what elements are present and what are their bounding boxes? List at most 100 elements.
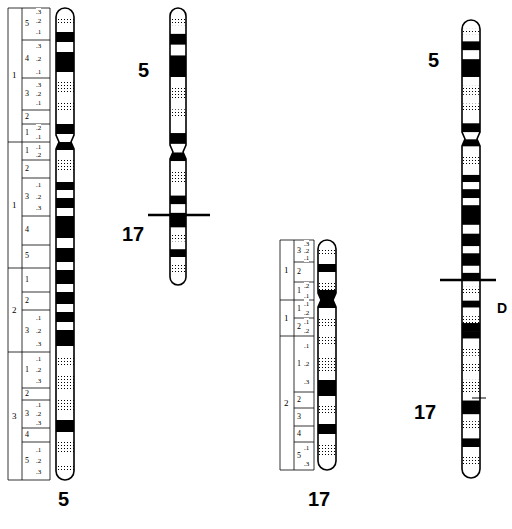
band-number: 2 xyxy=(25,296,29,306)
chromosome-band xyxy=(461,59,481,77)
chromosome-band xyxy=(55,32,75,42)
chromosome-band xyxy=(461,246,481,253)
chromosome-band xyxy=(461,323,481,332)
chromosome-band xyxy=(461,155,481,164)
band-number: 1 xyxy=(25,128,29,138)
band-number: .2 xyxy=(36,124,41,132)
band-number: .3 xyxy=(36,340,41,348)
scale-rule xyxy=(314,240,315,470)
chromosome-band xyxy=(461,394,481,401)
chromosome-label: D xyxy=(497,300,507,317)
chromosome-band xyxy=(317,444,337,456)
band-number: .2 xyxy=(304,309,309,317)
tick-mark xyxy=(472,398,486,399)
chromosome-band xyxy=(317,434,337,444)
band-number: 1 xyxy=(25,146,29,156)
band-number: .3 xyxy=(36,468,41,476)
chromosome-band xyxy=(55,322,75,330)
chromosome-band xyxy=(317,248,337,256)
band-divider xyxy=(22,110,50,111)
band-divider xyxy=(22,292,50,293)
chromosome-band xyxy=(55,270,75,284)
chromosome-band xyxy=(317,328,337,336)
band-number: 5 xyxy=(25,19,29,29)
chromosome-band xyxy=(169,161,187,172)
scale-rule xyxy=(8,8,9,480)
chromosome-band xyxy=(317,372,337,380)
chromosome-band xyxy=(169,241,187,249)
band-number: .1 xyxy=(36,99,41,107)
chromosome-band xyxy=(55,452,75,466)
chromosome-band xyxy=(55,312,75,322)
band-number: 3 xyxy=(25,192,29,202)
region-divider xyxy=(8,268,50,269)
chromosome-band xyxy=(317,282,337,290)
band-number: .3 xyxy=(36,377,41,385)
chromosome-band xyxy=(317,356,337,372)
chromosome-band xyxy=(55,356,75,366)
chromosome-band xyxy=(461,123,481,132)
chromosome-band xyxy=(55,198,75,208)
chromosome-band xyxy=(169,25,187,34)
band-number: .2 xyxy=(36,55,41,63)
region-divider xyxy=(280,336,314,337)
chromosome-band xyxy=(461,34,481,41)
chromosome-band xyxy=(55,170,75,182)
chromosome-band xyxy=(169,133,187,144)
band-divider xyxy=(22,245,50,246)
chromosome-band xyxy=(55,72,75,82)
band-number: 1 xyxy=(12,70,17,81)
chromosome-band xyxy=(461,41,481,50)
chromosome-band xyxy=(55,432,75,442)
band-number: 3 xyxy=(25,409,29,419)
chromosome-band xyxy=(169,204,187,213)
band-number: 3 xyxy=(25,89,29,99)
band-number: 4 xyxy=(25,54,29,64)
chromosome-band xyxy=(461,339,481,348)
chromosome-band xyxy=(461,371,481,380)
chromosome-band xyxy=(461,234,481,247)
band-number: .1 xyxy=(304,318,309,326)
chromosome-band xyxy=(461,182,481,189)
chromosome-band xyxy=(55,82,75,92)
derivative-chromosome xyxy=(461,20,481,478)
chromosome-band xyxy=(55,284,75,292)
chromosome-band xyxy=(55,248,75,262)
band-number: 2 xyxy=(25,389,29,399)
chromosome-band xyxy=(461,29,481,35)
chromosome-band xyxy=(55,238,75,248)
chromosome-band xyxy=(55,190,75,198)
chromosome-band xyxy=(317,264,337,272)
chromosome-band xyxy=(169,109,187,118)
chromosome-band xyxy=(461,466,481,478)
chromosome-band xyxy=(169,8,187,19)
band-number: 5 xyxy=(25,456,29,466)
band-number: 3 xyxy=(25,326,29,336)
chromosome-band xyxy=(55,366,75,376)
chromosome-band xyxy=(461,104,481,111)
chromosome-band xyxy=(461,225,481,234)
band-number: .2 xyxy=(36,151,41,159)
band-number: 4 xyxy=(25,225,29,235)
chromosome-band xyxy=(461,253,481,266)
chromosome-band xyxy=(169,172,187,183)
chromosome-band xyxy=(55,18,75,24)
band-divider xyxy=(294,392,314,393)
chromosome-band xyxy=(169,118,187,133)
chromosome-band xyxy=(317,272,337,282)
band-number: .3 xyxy=(36,419,41,427)
band-number: 1 xyxy=(297,286,301,296)
band-number: .1 xyxy=(36,133,41,141)
chromosome-band xyxy=(55,52,75,72)
chromosome-band xyxy=(169,234,187,242)
band-divider xyxy=(22,428,50,429)
chromosome-band xyxy=(169,45,187,56)
chromosome-band xyxy=(55,376,75,390)
band-number: .1 xyxy=(36,355,41,363)
band-divider xyxy=(22,442,50,443)
band-number: .1 xyxy=(36,68,41,76)
band-number: 2 xyxy=(12,305,17,316)
chromosome-band xyxy=(169,257,187,265)
band-number: 2 xyxy=(284,398,289,409)
